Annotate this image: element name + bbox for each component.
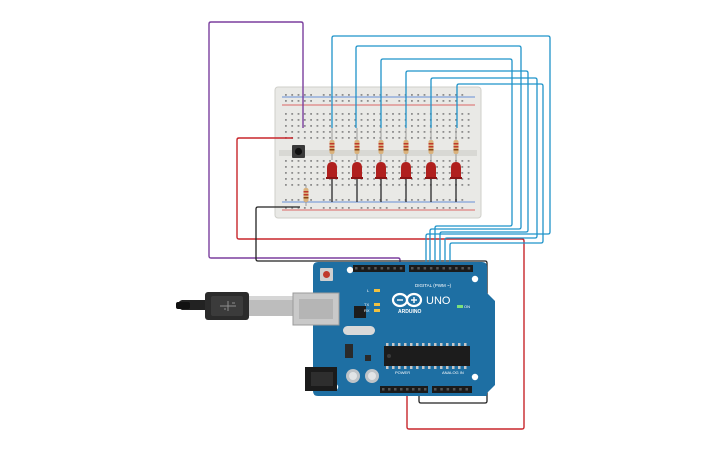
led-6[interactable] (450, 128, 462, 202)
power-label: POWER (395, 370, 410, 375)
wire-red-top[interactable] (236, 137, 525, 430)
brand-label: ARDUINO (398, 309, 421, 315)
led-array (326, 128, 462, 202)
led-4[interactable] (400, 128, 412, 202)
crystal (343, 326, 375, 335)
wire-blue-3[interactable] (380, 58, 513, 270)
arduino-uno[interactable]: ARDUINO UNO L TX RX ON DIGITAL (PWM ~) P… (292, 262, 495, 396)
wire-blue-6[interactable] (449, 83, 544, 270)
rx-label: RX (364, 308, 370, 313)
led-1[interactable] (326, 128, 338, 202)
wire-purple[interactable] (208, 21, 401, 270)
digital-label: DIGITAL (PWM ~) (415, 283, 452, 288)
wire-blue-4[interactable] (405, 70, 529, 270)
led-5[interactable] (425, 128, 437, 202)
wires (208, 21, 551, 430)
reset-button[interactable] (320, 268, 333, 281)
wire-blue-5[interactable] (430, 77, 538, 270)
analog-label: ANALOG IN (442, 370, 464, 375)
usb-icon (220, 301, 236, 311)
pushbutton[interactable] (292, 145, 305, 158)
on-label: ON (464, 304, 470, 309)
wire-blue-1[interactable] (331, 35, 551, 270)
regulator (345, 344, 353, 358)
arduino-logo (391, 292, 423, 308)
model-label: UNO (426, 295, 451, 307)
resistor-button[interactable] (303, 185, 309, 206)
digital-header[interactable] (353, 265, 473, 272)
led-2[interactable] (351, 128, 363, 202)
atmega-chip (384, 343, 470, 369)
wire-black[interactable] (255, 206, 488, 404)
l-led-label: L (367, 288, 370, 293)
power-header[interactable] (380, 386, 472, 393)
breadboard-components (292, 128, 462, 206)
led-3[interactable] (375, 128, 387, 202)
usb-chip (354, 306, 366, 318)
tx-label: TX (364, 302, 369, 307)
wire-blue-2[interactable] (355, 45, 522, 270)
power-jack[interactable] (305, 367, 337, 391)
usb-cable[interactable] (176, 292, 295, 320)
